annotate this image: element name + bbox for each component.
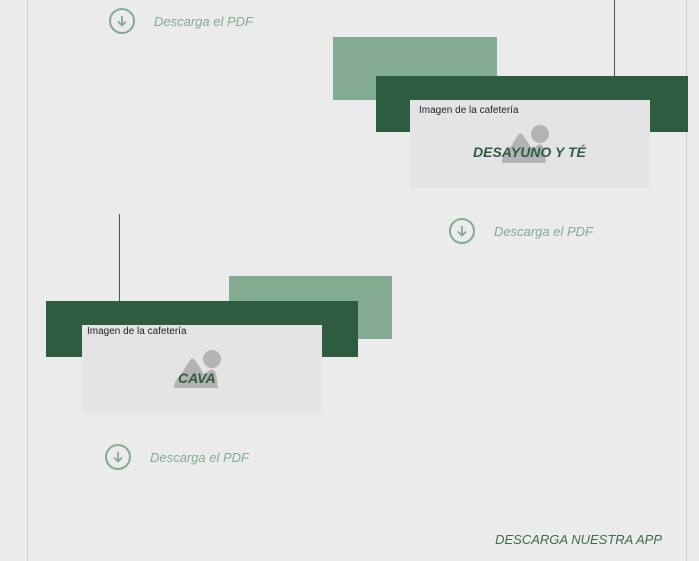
cafe-image-card: Imagen de la cafetería CAVA bbox=[82, 325, 322, 413]
download-app-link[interactable]: DESCARGA NUESTRA APP bbox=[495, 532, 662, 547]
download-pdf-link[interactable]: Descarga el PDF bbox=[109, 8, 253, 34]
image-placeholder-icon bbox=[174, 350, 221, 388]
download-pdf-label: Descarga el PDF bbox=[154, 13, 253, 29]
image-placeholder-icon bbox=[502, 125, 549, 163]
download-pdf-label: Descarga el PDF bbox=[494, 223, 593, 239]
download-arrow-icon bbox=[449, 218, 475, 244]
card-title: CAVA bbox=[178, 370, 216, 386]
hanging-line bbox=[614, 0, 615, 76]
download-arrow-icon bbox=[105, 444, 131, 470]
download-pdf-link[interactable]: Descarga el PDF bbox=[449, 218, 593, 244]
cafe-image-card: Imagen de la cafetería DESAYUNO Y TÉ bbox=[410, 100, 650, 188]
card-title: DESAYUNO Y TÉ bbox=[473, 144, 586, 160]
download-pdf-label: Descarga el PDF bbox=[150, 449, 249, 465]
download-pdf-link[interactable]: Descarga el PDF bbox=[105, 444, 249, 470]
hanging-line bbox=[119, 214, 120, 301]
image-alt-text: Imagen de la cafetería bbox=[87, 326, 187, 337]
download-arrow-icon bbox=[109, 8, 135, 34]
page-frame bbox=[27, 0, 687, 561]
image-alt-text: Imagen de la cafetería bbox=[419, 105, 519, 116]
